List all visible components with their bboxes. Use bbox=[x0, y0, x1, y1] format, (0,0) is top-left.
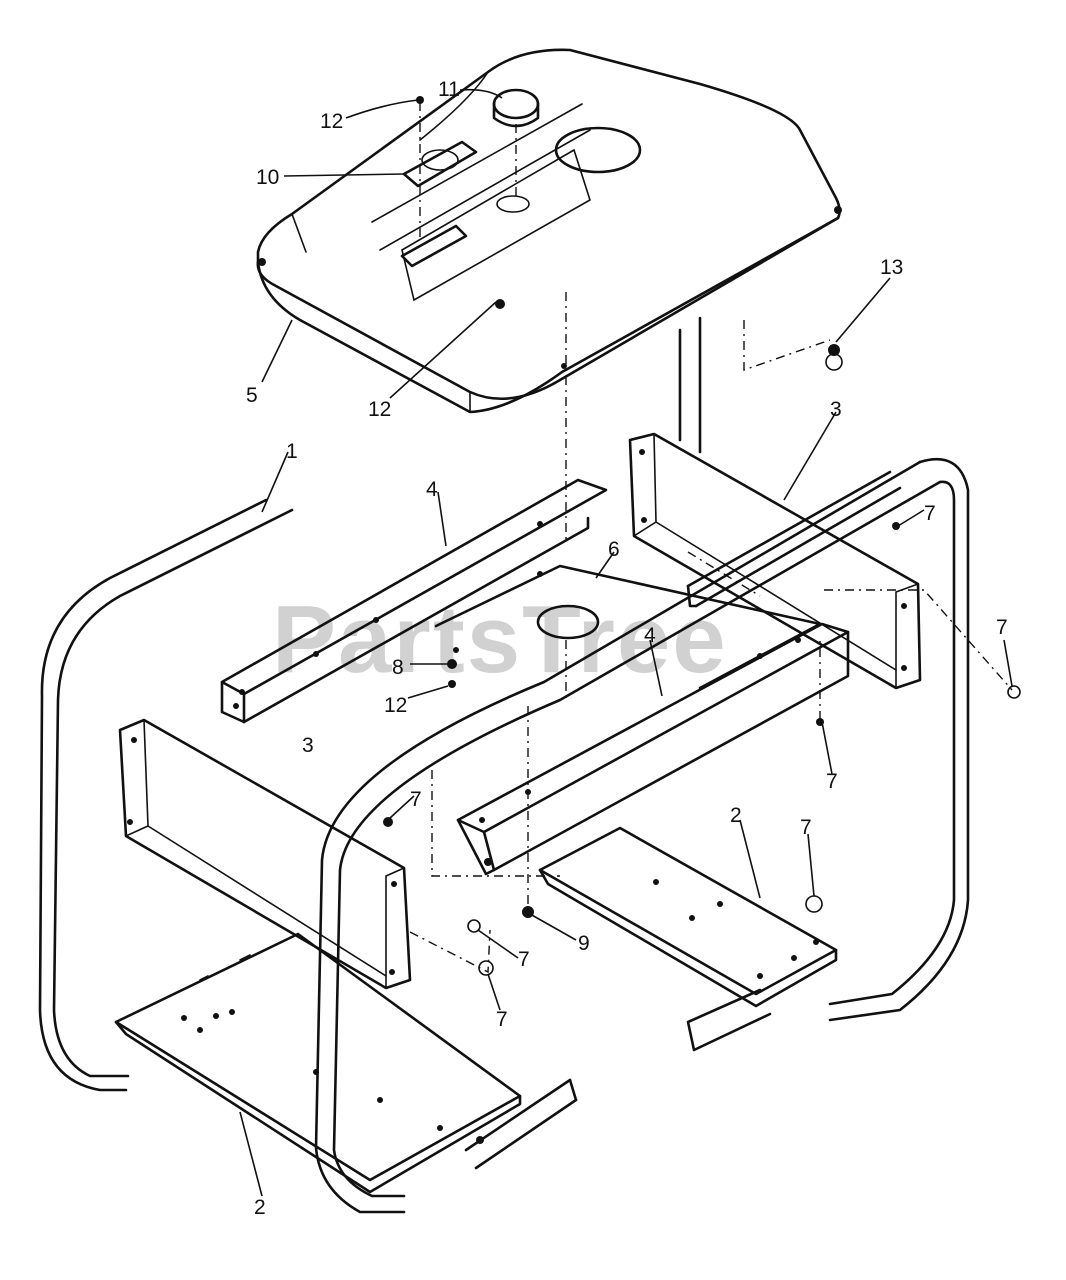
rail-upper bbox=[220, 478, 608, 724]
side-bracket-front bbox=[118, 718, 412, 990]
callout-9: 9 bbox=[578, 932, 590, 955]
callout-7-rear-top: 7 bbox=[924, 502, 936, 525]
callout-3-front: 3 bbox=[302, 734, 314, 757]
callout-2-right: 2 bbox=[730, 804, 742, 827]
callout-3-rear: 3 bbox=[830, 398, 842, 421]
callout-4-lower: 4 bbox=[644, 624, 656, 647]
side-bracket-rear bbox=[628, 316, 922, 690]
callout-11: 11 bbox=[438, 78, 460, 101]
callout-7-front-bottom: 7 bbox=[518, 948, 530, 971]
assembly-lines bbox=[409, 102, 1013, 974]
callout-4-upper: 4 bbox=[426, 478, 438, 501]
rail-lower bbox=[456, 622, 850, 876]
callout-7-bottom-bolt: 7 bbox=[496, 1008, 508, 1031]
callout-12-tank: 12 bbox=[368, 398, 391, 421]
watermark: PartsTree bbox=[272, 586, 728, 693]
frame-tube bbox=[38, 457, 970, 1214]
callout-2-left: 2 bbox=[254, 1196, 266, 1219]
callout-7-rear-side: 7 bbox=[996, 616, 1008, 639]
center-plate bbox=[434, 564, 822, 690]
callout-1: 1 bbox=[286, 440, 298, 463]
base-plate-left bbox=[114, 932, 522, 1194]
base-plate-right bbox=[538, 826, 838, 1008]
callout-10: 10 bbox=[256, 166, 279, 189]
callout-12-rail: 12 bbox=[384, 694, 407, 717]
callout-6: 6 bbox=[608, 538, 620, 561]
callout-7-front-top: 7 bbox=[410, 788, 422, 811]
callout-7-right-plate: 7 bbox=[800, 816, 812, 839]
callout-7-center: 7 bbox=[826, 770, 838, 793]
callout-5: 5 bbox=[246, 384, 258, 407]
leader-lines bbox=[239, 88, 1013, 1197]
gas-cap bbox=[492, 88, 540, 128]
callout-13: 13 bbox=[880, 256, 903, 279]
callout-12-top: 12 bbox=[320, 110, 343, 133]
callout-labels: 1 2 2 3 3 4 4 5 6 7 7 7 7 7 7 8 9 10 11 … bbox=[246, 78, 1008, 1219]
callout-8: 8 bbox=[392, 656, 404, 679]
fuel-tank bbox=[256, 48, 842, 414]
